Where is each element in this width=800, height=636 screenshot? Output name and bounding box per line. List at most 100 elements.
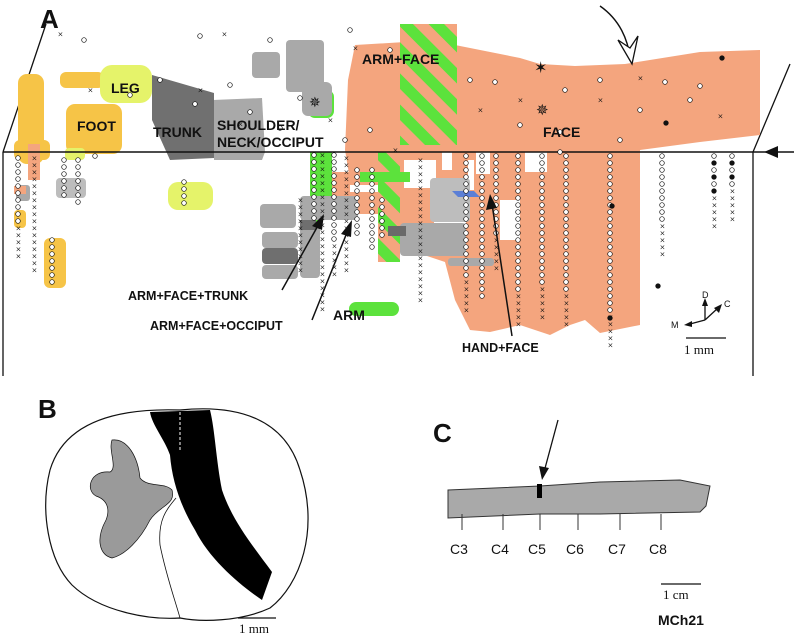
site-responsive [539,265,545,271]
site-responsive [493,160,499,166]
lesion-arrow-shaft [543,419,559,473]
site-unresponsive: × [298,211,304,219]
site-unresponsive: × [608,321,614,329]
site-responsive [181,200,187,206]
site-responsive [15,190,21,196]
site-responsive [463,216,469,222]
site-responsive [515,181,521,187]
site-responsive [463,223,469,229]
site-unresponsive: × [320,285,326,293]
site-responsive [479,153,485,159]
site-unresponsive: × [320,194,326,202]
site-unresponsive: × [494,251,500,259]
panel-a: A [2,4,794,376]
site-responsive [539,174,545,180]
site-responsive [369,237,375,243]
site-responsive [367,127,373,133]
site-unresponsive: × [712,216,718,224]
site-responsive [15,197,21,203]
site-responsive [539,167,545,173]
case-id: MCh21 [658,612,704,628]
site-unresponsive: × [718,113,724,121]
site-unresponsive: × [320,159,326,167]
site-responsive [539,202,545,208]
site-unresponsive: × [494,237,500,245]
site-responsive [331,215,337,221]
site-responsive [607,307,613,313]
site-unresponsive: × [298,218,304,226]
site-responsive [463,251,469,257]
site-responsive [479,279,485,285]
site-unresponsive: × [464,286,470,294]
site-unresponsive: × [418,290,424,298]
label-arm: ARM [333,307,365,323]
site-responsive [515,188,521,194]
site-responsive [659,174,665,180]
site-responsive [607,153,613,159]
site-responsive [539,279,545,285]
site-responsive [197,33,203,39]
site-unresponsive: × [332,271,338,279]
site-responsive [492,79,498,85]
site-responsive [729,167,735,173]
site-responsive [479,167,485,173]
site-responsive [607,195,613,201]
site-unresponsive: × [418,269,424,277]
site-responsive [61,164,67,170]
site-responsive [463,272,469,278]
site-responsive [607,293,613,299]
site-responsive [557,129,563,135]
site-responsive [61,157,67,163]
segment-label: C7 [608,541,626,557]
surface-arrow-head [764,146,778,158]
site-unresponsive: × [712,202,718,210]
site-responsive [607,209,613,215]
site-responsive [331,229,337,235]
site-unresponsive: × [598,97,604,105]
site-unresponsive: × [608,335,614,343]
site-responsive [227,82,233,88]
site-responsive [354,174,360,180]
site-responsive [563,279,569,285]
site-unresponsive: × [464,300,470,308]
site-responsive [563,209,569,215]
site-unresponsive: × [32,176,38,184]
site-unresponsive: × [320,299,326,307]
site-responsive [479,181,485,187]
site-responsive [607,265,613,271]
site-responsive [311,166,317,172]
site-unresponsive: × [32,155,38,163]
site-responsive [331,208,337,214]
site-responsive [515,272,521,278]
site-responsive [311,208,317,214]
site-responsive [479,293,485,299]
site-responsive [563,195,569,201]
site-unresponsive: × [418,297,424,305]
site-unresponsive: × [564,307,570,315]
site-responsive [539,160,545,166]
site-unresponsive: × [730,209,736,217]
site-responsive [369,181,375,187]
site-unresponsive: × [320,257,326,265]
site-unresponsive: × [540,293,546,301]
panel-b-letter: B [38,394,57,424]
site-responsive [515,265,521,271]
label-trunk: TRUNK [153,124,202,140]
site-responsive [659,216,665,222]
site-responsive [127,92,133,98]
site-unresponsive: × [418,192,424,200]
site-unresponsive: × [712,209,718,217]
cortex-lateral-edge [752,63,791,153]
site-unresponsive: × [320,208,326,216]
leg-foot-regions [14,72,122,288]
site-responsive [563,265,569,271]
site-responsive [75,199,81,205]
site-responsive [75,185,81,191]
dark-gray-regions [262,220,316,264]
site-responsive [369,174,375,180]
site-unresponsive: × [344,246,350,254]
site-responsive [493,181,499,187]
site-responsive [563,188,569,194]
site-unresponsive: × [32,232,38,240]
site-unresponsive: × [344,176,350,184]
